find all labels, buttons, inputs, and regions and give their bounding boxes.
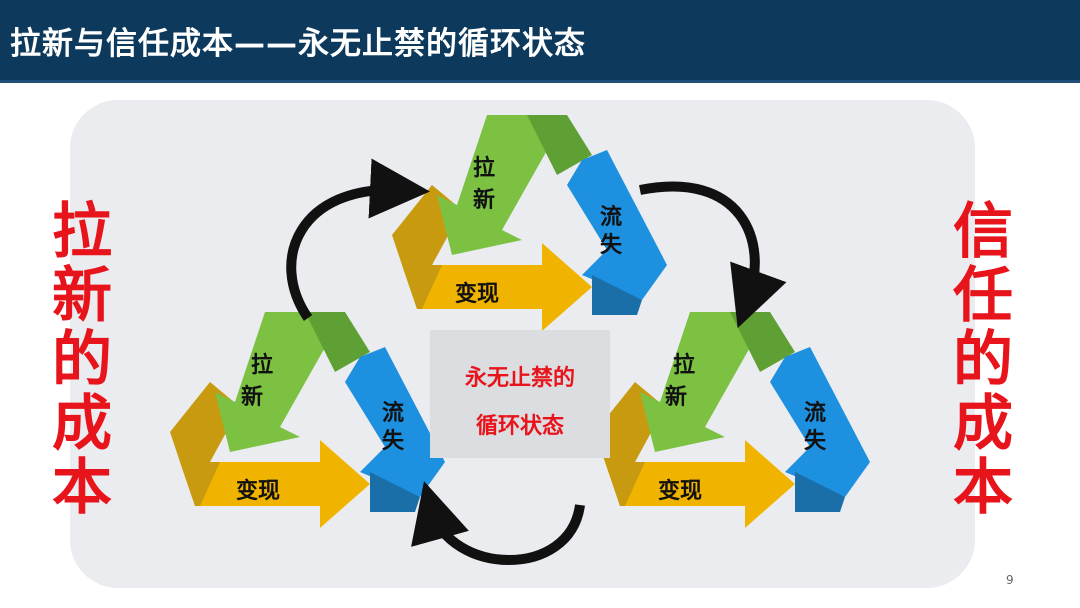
center-line-2: 循环状态 bbox=[475, 414, 564, 439]
right-char: 成 bbox=[953, 389, 1013, 459]
center-line-1: 永无止禁的 bbox=[464, 366, 575, 391]
center-callout: 永无止禁的 循环状态 bbox=[430, 330, 610, 458]
cycle-top bbox=[392, 115, 667, 331]
label-churn-1: 流 bbox=[382, 400, 404, 426]
right-char: 任 bbox=[953, 261, 1013, 331]
label-churn-1: 流 bbox=[600, 204, 622, 230]
arrow-top-to-right-icon bbox=[639, 181, 787, 329]
right-vertical-label: 信 任 的 成 本 bbox=[948, 200, 1018, 520]
left-char: 成 bbox=[52, 389, 112, 459]
left-vertical-label: 拉 新 的 成 本 bbox=[47, 200, 117, 520]
label-churn-2: 失 bbox=[804, 429, 827, 454]
cycle-right bbox=[595, 312, 870, 528]
right-char: 本 bbox=[953, 453, 1013, 523]
title-underline bbox=[0, 80, 1080, 83]
label-acquire-2: 新 bbox=[473, 187, 495, 213]
left-char: 的 bbox=[52, 325, 112, 395]
arrow-left-to-top-icon bbox=[286, 158, 430, 321]
label-monetize: 变现 bbox=[455, 281, 499, 307]
right-char: 的 bbox=[953, 325, 1013, 395]
left-char: 拉 bbox=[52, 197, 112, 267]
label-acquire-1: 拉 bbox=[473, 155, 495, 181]
label-monetize: 变现 bbox=[236, 478, 280, 504]
label-churn-2: 失 bbox=[382, 429, 405, 454]
label-acquire-2: 新 bbox=[665, 384, 687, 410]
right-char: 信 bbox=[953, 197, 1013, 267]
left-char: 新 bbox=[52, 261, 112, 331]
page-number: 9 bbox=[1006, 573, 1014, 587]
title-bar: 拉新与信任成本——永无止禁的循环状态 bbox=[0, 0, 1080, 80]
left-char: 本 bbox=[52, 453, 112, 523]
arrow-bottom-loop-icon bbox=[411, 481, 585, 565]
label-monetize: 变现 bbox=[658, 478, 702, 504]
slide-title: 拉新与信任成本——永无止禁的循环状态 bbox=[10, 26, 586, 62]
label-churn-2: 失 bbox=[600, 233, 623, 258]
label-acquire-1: 拉 bbox=[251, 352, 273, 378]
label-acquire-2: 新 bbox=[241, 384, 263, 410]
label-churn-1: 流 bbox=[804, 400, 826, 426]
label-acquire-1: 拉 bbox=[673, 352, 695, 378]
